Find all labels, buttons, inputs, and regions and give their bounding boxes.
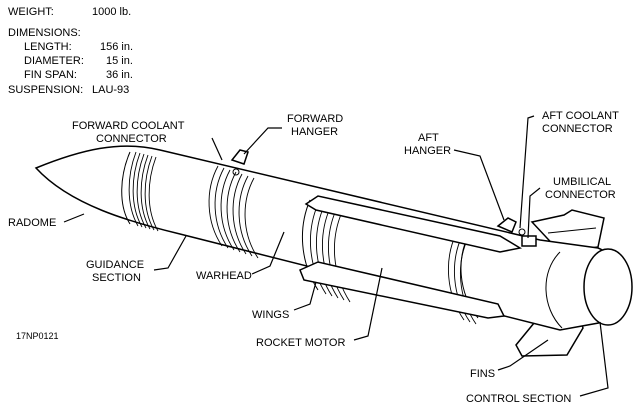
label-forward-coolant-line1: FORWARD COOLANT: [72, 120, 185, 132]
leader-warhead: [251, 231, 285, 275]
leader-forward-coolant: [211, 137, 223, 161]
leader-control-section: [579, 321, 609, 397]
label-aft-hanger-line1: AFT: [418, 132, 439, 144]
label-guidance-line1: GUIDANCE: [86, 259, 144, 271]
leader-forward-hanger: [243, 127, 282, 155]
label-aft-coolant-line2: CONNECTOR: [542, 123, 613, 135]
weight-value: 1000 lb.: [92, 6, 131, 18]
leader-aft-hanger: [453, 149, 505, 221]
forward-hanger-bands: [208, 165, 259, 259]
suspension-label: SUSPENSION:: [8, 84, 83, 96]
leader-aft-coolant: [519, 115, 535, 229]
aft-coolant-port: [518, 228, 526, 236]
fin-span-value: 36 in.: [106, 69, 133, 81]
lower-wing: [299, 261, 506, 319]
label-forward-coolant-line2: CONNECTOR: [96, 133, 167, 145]
label-wings: WINGS: [252, 309, 289, 321]
leader-umbilical: [527, 187, 541, 239]
figure-code: 17NP0121: [16, 331, 59, 341]
label-forward-hanger-line1: FORWARD: [287, 113, 343, 125]
control-section-aft-face: [583, 248, 633, 326]
leader-fins: [497, 339, 549, 371]
leader-lines: [63, 115, 609, 397]
label-aft-hanger-line2: HANGER: [404, 145, 451, 157]
suspension-value: LAU-93: [92, 84, 129, 96]
diameter-value: 15 in.: [106, 55, 133, 67]
missile-body: [34, 145, 633, 357]
callout-labels: FORWARD COOLANT CONNECTOR FORWARD HANGER…: [8, 110, 619, 405]
label-aft-coolant-line1: AFT COOLANT: [542, 110, 619, 122]
upper-wing: [304, 195, 523, 253]
length-label: LENGTH:: [24, 41, 72, 53]
leader-guidance: [153, 235, 187, 271]
fin-span-label: FIN SPAN:: [24, 69, 77, 81]
label-forward-hanger-line2: HANGER: [291, 126, 338, 138]
diameter-label: DIAMETER:: [24, 55, 84, 67]
guidance-bands: [128, 151, 159, 232]
specifications-block: WEIGHT: 1000 lb. DIMENSIONS: LENGTH: 156…: [8, 6, 133, 96]
label-rocket-motor: ROCKET MOTOR: [256, 337, 345, 349]
control-section-joint: [545, 251, 563, 329]
aft-hanger-lug: [496, 217, 517, 233]
label-guidance-line2: SECTION: [92, 272, 141, 284]
leader-rocket-motor: [353, 267, 383, 341]
label-fins: FINS: [470, 368, 495, 380]
length-value: 156 in.: [100, 41, 133, 53]
leader-radome: [63, 213, 85, 223]
label-umbilical-line1: UMBILICAL: [553, 176, 611, 188]
forward-coolant-port: [232, 168, 240, 176]
motor-bands-front: [309, 203, 351, 303]
label-control-section: CONTROL SECTION: [466, 393, 571, 405]
label-umbilical-line2: CONNECTOR: [545, 189, 616, 201]
umbilical-connector-box: [521, 235, 537, 247]
label-warhead: WARHEAD: [196, 270, 252, 282]
dimensions-label: DIMENSIONS:: [8, 27, 81, 39]
leader-wings: [293, 281, 317, 311]
radome-joint: [121, 151, 131, 225]
weight-label: WEIGHT:: [8, 6, 54, 18]
label-radome: RADOME: [8, 217, 56, 229]
upper-fin-edge: [547, 227, 597, 234]
